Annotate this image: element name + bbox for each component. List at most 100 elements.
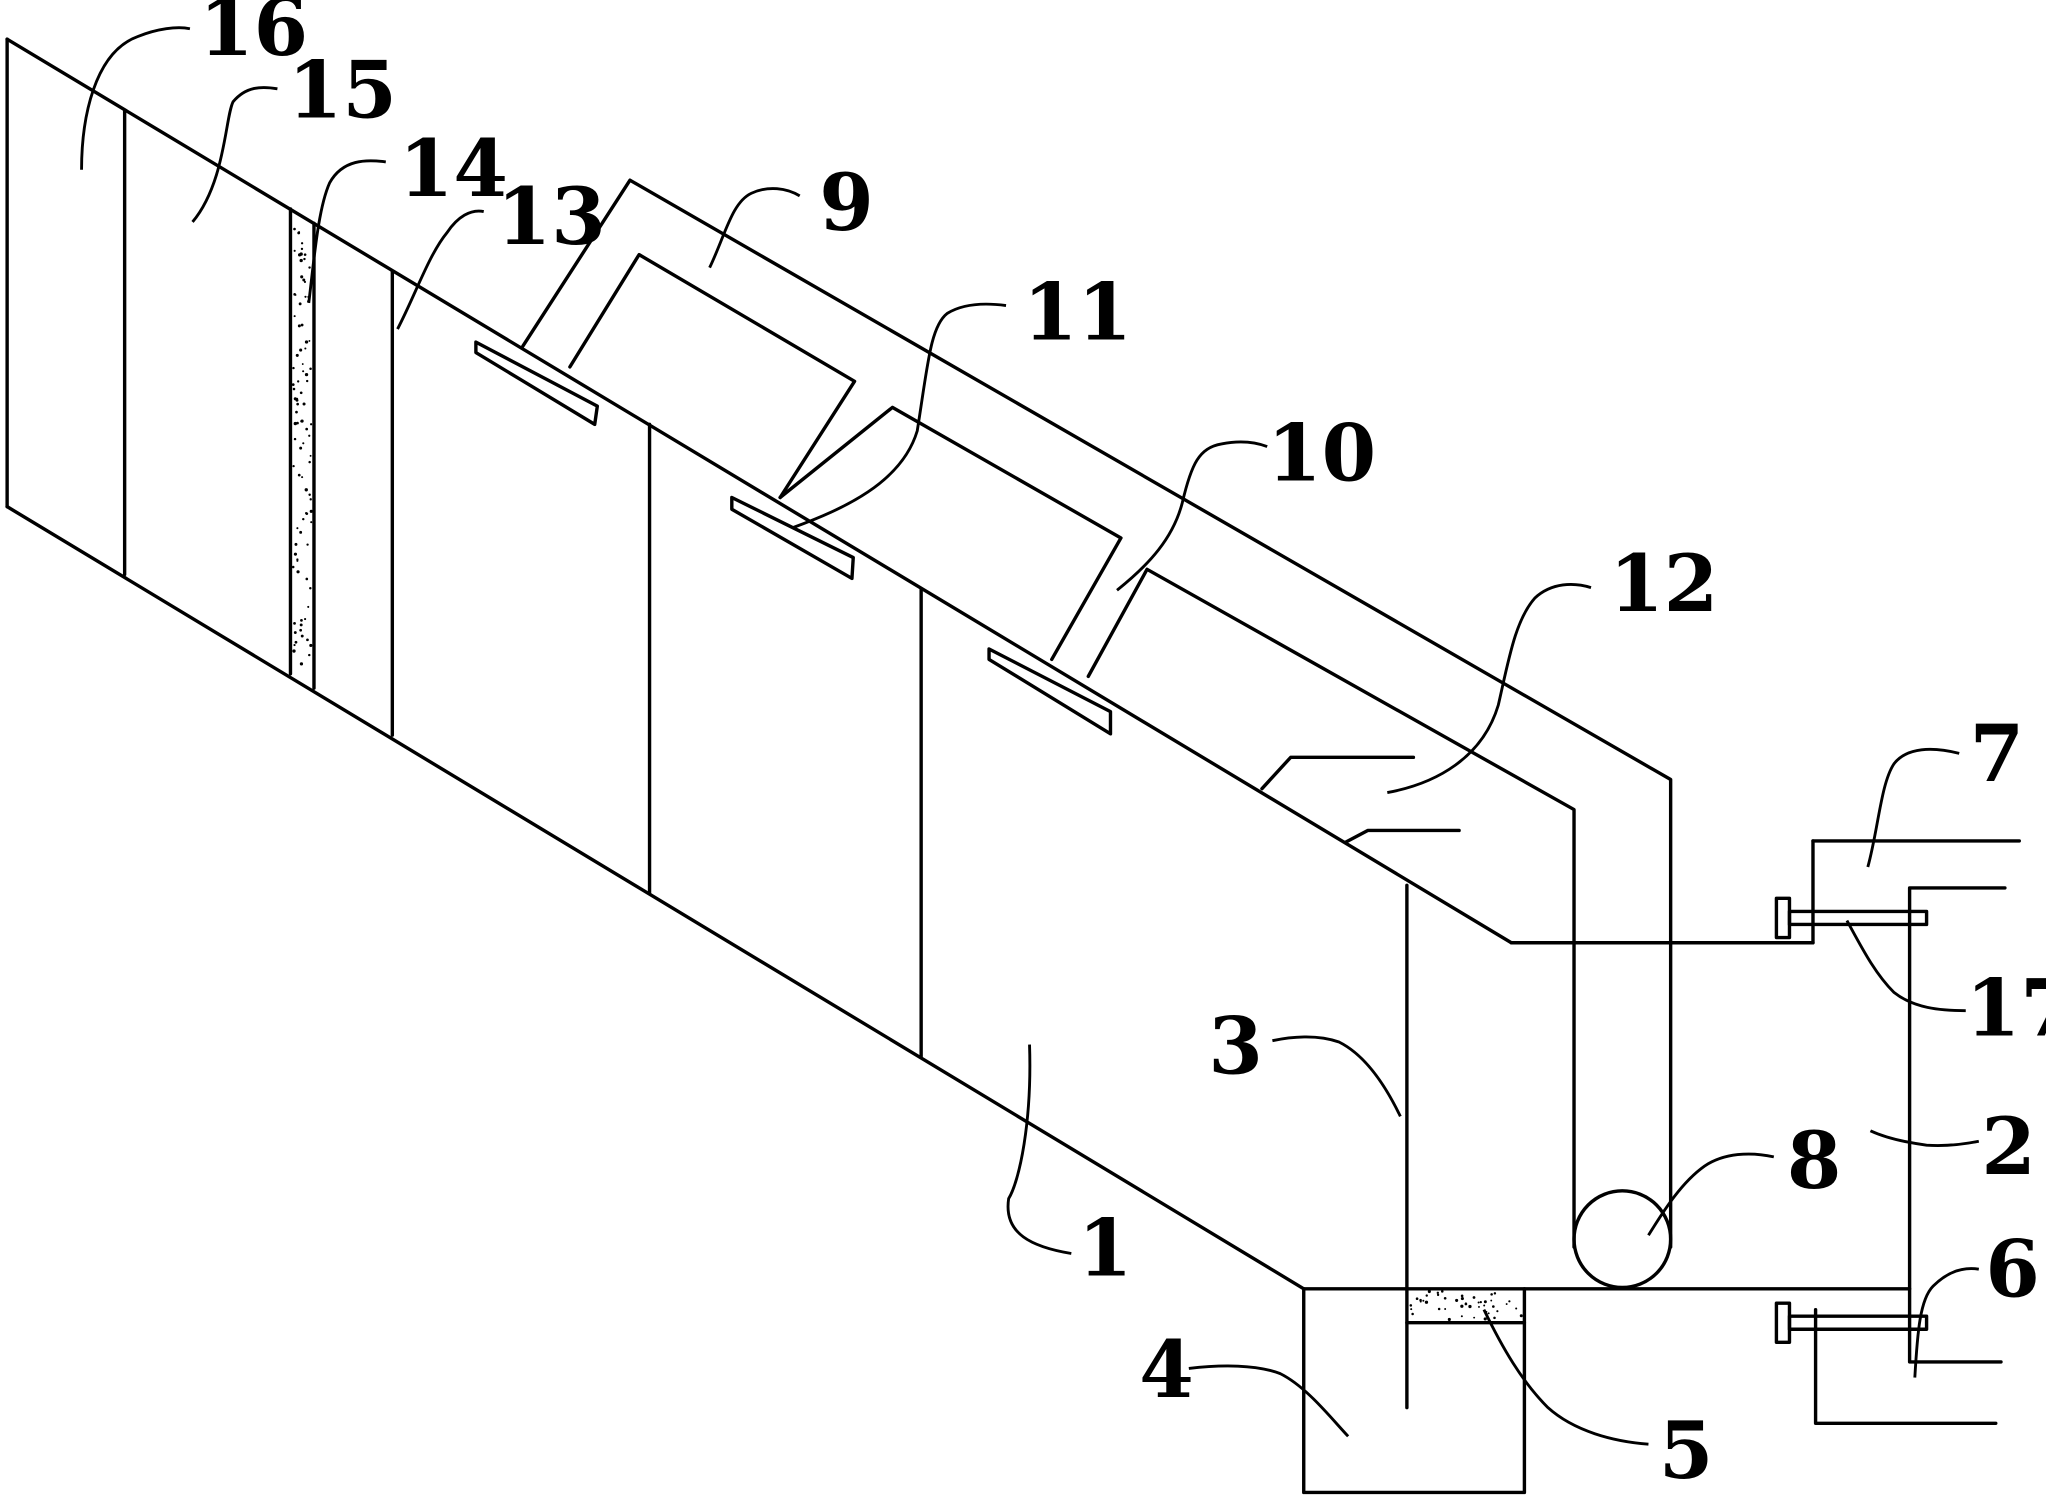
stipple-dot [304,617,307,621]
stipple-dot [292,387,296,391]
stipple-dot [302,370,305,373]
leader-10 [1116,440,1268,592]
stipple-dot [1419,1300,1422,1303]
stipple-dot [292,649,296,653]
stipple-dot [1483,1317,1487,1321]
stipple-dot [1508,1300,1511,1303]
stipple-dot [1409,1304,1413,1307]
stipple-dot [303,257,306,261]
stipple-dot [293,631,297,634]
label-5: 5 [1659,1405,1714,1497]
label-2: 2 [1981,1101,2036,1193]
stipple-dot [309,454,312,457]
stipple-dot [1425,1294,1428,1297]
stipple-dot [299,252,303,256]
stipple-dot [297,324,301,328]
label-7: 7 [1970,708,2025,800]
label-3: 3 [1208,1000,1263,1092]
stipple-dot [1447,1317,1451,1322]
stipple-dot [293,621,296,625]
stipple-dot [1496,1310,1499,1313]
stipple-dot [1411,1312,1414,1316]
stipple-dot [295,353,299,357]
stipple-dot [1483,1304,1486,1307]
label-15: 15 [288,45,397,137]
water-tank-2 [1774,839,2021,1425]
stipple-dot [1443,1296,1447,1300]
stipple-dot [1473,1316,1476,1319]
stipple-dot [1410,1308,1413,1311]
stipple-dot [303,253,307,256]
stipple-dot [299,391,303,395]
outlet-12-lower [1343,828,1461,844]
stipple-dot [296,527,299,530]
stipple-dot [293,293,296,296]
stipple-dot [309,643,313,648]
stipple-dot [1460,1297,1464,1301]
leader-4 [1188,1364,1350,1438]
stipple-dot [292,465,295,468]
stipple-dot [1436,1293,1440,1297]
stipple-dot [1455,1298,1459,1302]
stipple-dot [309,367,312,370]
pump-8 [1572,1189,1673,1290]
leader-14 [307,159,386,304]
stipple-dot [308,434,311,437]
label-6: 6 [1985,1224,2040,1316]
stipple-dot [295,410,298,414]
label-17: 17 [1966,962,2046,1054]
stipple-dot [306,638,309,642]
stipple-dot [300,242,304,245]
stipple-dot [300,618,303,622]
label-16: 16 [199,0,308,74]
leader-lines [80,26,1980,1446]
label-4: 4 [1139,1324,1194,1416]
stipple-dot [1487,1312,1490,1315]
stipple-dot [294,542,298,546]
stipple-dot [310,423,313,426]
label-12: 12 [1609,538,1718,630]
stipple-dot [1424,1300,1429,1304]
stipple-dot [305,512,308,515]
stipple-dot [310,521,313,524]
stipple-dot [300,275,304,279]
leader-7 [1866,748,1960,868]
stipple-dot [302,278,306,282]
stipple-dot [306,543,309,546]
leader-11 [792,302,1007,529]
label-9: 9 [819,157,874,249]
stipple-dot [300,247,304,251]
stipple-dot [1460,1304,1464,1308]
stipple-dot [1519,1314,1523,1318]
label-10: 10 [1267,408,1376,500]
stipple-dot [1437,1307,1441,1311]
stipple-dot [304,340,309,344]
leader-15 [191,86,278,223]
cover-step-lower [778,405,1123,662]
cover-inner [1086,567,1576,1249]
filter-layer-stipple [291,227,313,666]
stipple-dot [305,577,309,581]
stipple-dot [293,227,296,231]
stipple-dot [296,570,300,574]
cover-outer [521,178,1673,1249]
body-bottom-edge [5,504,1306,1291]
stipple-dot [1477,1301,1480,1304]
label-14: 14 [399,123,508,215]
stipple-dot [293,437,297,441]
cover-9 [521,178,1673,1249]
stipple-dot [293,552,298,556]
label-1: 1 [1078,1203,1133,1295]
stipple-dot [304,347,307,350]
stipple-dot [300,323,304,327]
stipple-dot [1436,1291,1440,1295]
stipple-dot [1479,1300,1482,1304]
stipple-dot [302,402,306,406]
stipple-dot [307,605,310,608]
stipple-dot [308,493,311,496]
stipple-dot [293,421,297,426]
tank-wall-right [1907,886,2007,1364]
leader-2 [1869,1129,1980,1147]
stipple-dot [304,488,308,492]
valve-6-handle [1774,1301,1792,1345]
